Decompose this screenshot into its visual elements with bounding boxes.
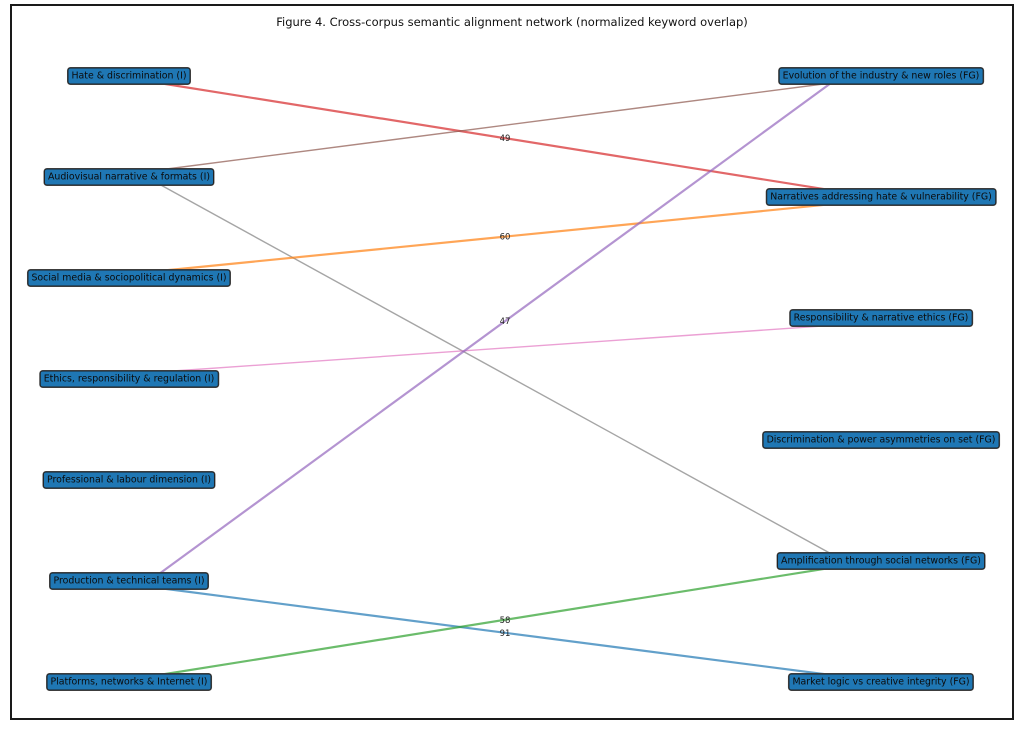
left-node-audiovisual: Audiovisual narrative & formats (I) <box>43 168 215 186</box>
right-node-narratives: Narratives addressing hate & vulnerabili… <box>766 188 996 206</box>
left-node-production: Production & technical teams (I) <box>49 572 209 590</box>
edge-label-platforms-amplification: 58 <box>500 616 511 626</box>
figure-title: Figure 4. Cross-corpus semantic alignmen… <box>276 15 748 29</box>
edge-social-narratives <box>158 203 832 273</box>
edge-label-production-evolution: 47 <box>500 317 511 327</box>
edge-production-market <box>158 586 832 677</box>
edge-label-social-narratives: 60 <box>500 233 511 243</box>
right-node-responsibility: Responsibility & narrative ethics (FG) <box>789 309 973 327</box>
figure-frame <box>10 4 1014 720</box>
right-node-market: Market logic vs creative integrity (FG) <box>788 673 974 691</box>
right-node-evolution: Evolution of the industry & new roles (F… <box>778 67 984 85</box>
edge-production-evolution <box>158 82 832 575</box>
edge-label-hate-narratives: 49 <box>500 134 511 144</box>
edge-label-production-market: 91 <box>500 629 511 639</box>
edge-ethics-responsibility <box>158 324 832 373</box>
edges-layer <box>158 81 832 677</box>
left-node-professional: Professional & labour dimension (I) <box>42 471 216 489</box>
edge-hate-narratives <box>158 81 832 192</box>
left-node-social: Social media & sociopolitical dynamics (… <box>27 269 231 287</box>
left-node-hate: Hate & discrimination (I) <box>67 67 191 85</box>
edge-platforms-amplification <box>158 566 832 677</box>
edge-audiovisual-amplification <box>158 183 832 555</box>
left-node-ethics: Ethics, responsibility & regulation (I) <box>39 370 219 388</box>
right-node-amplification: Amplification through social networks (F… <box>777 552 985 570</box>
edge-labels-layer: 49 60 47 91 58 <box>500 134 511 639</box>
left-node-platforms: Platforms, networks & Internet (I) <box>46 673 212 691</box>
edge-audiovisual-evolution <box>158 82 832 171</box>
right-node-discrimination: Discrimination & power asymmetries on se… <box>762 431 1000 449</box>
